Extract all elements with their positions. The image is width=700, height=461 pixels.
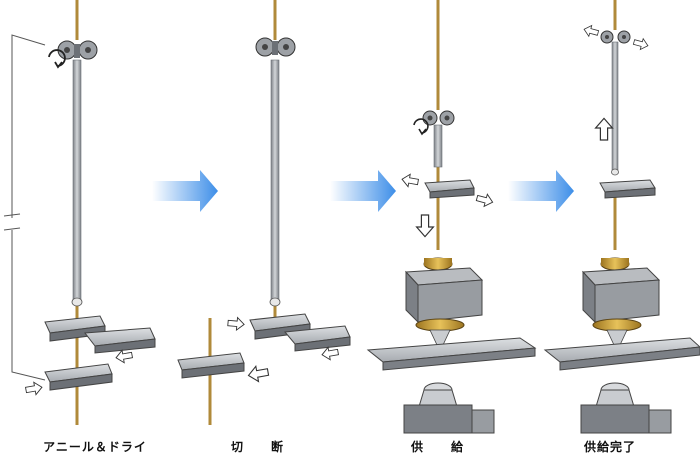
stage-plate [366,337,537,371]
guide-rod [433,124,443,168]
supply-nozzle-head [404,257,484,346]
power-circuit [3,34,46,381]
step-1-label: アニール＆ドライ [43,440,147,454]
guide-rod [270,59,280,301]
lower-unit [403,382,495,434]
lower-cutter-plate [177,352,245,379]
step-3-supply [366,0,537,434]
guide-rod [611,41,619,173]
rotation-icon [48,49,66,69]
nozzle-tip [611,168,619,176]
upper-cutter-plate [424,179,475,199]
flow-arrow-icon [152,170,218,212]
roller-icon [57,40,98,60]
roller-icon [255,37,296,57]
guide-rod [72,59,82,301]
step-3-label: 供 給 [410,440,471,454]
stage-plate [543,337,700,371]
upper-cutter-plate [599,179,656,199]
step-2-cut [177,0,351,425]
roller-icon [600,30,631,44]
step-4-label: 供給完了 [583,440,636,454]
power-symbol-icon [3,213,21,231]
supply-nozzle-head [581,257,661,346]
upper-cutter-plate [44,315,156,354]
nozzle-tip [71,297,83,307]
lower-unit [580,382,672,434]
step-2-label: 切 断 [230,440,291,454]
nozzle-tip [269,297,281,307]
upper-cutter-plate [249,313,351,352]
step-4-supply-complete [543,0,700,434]
step-1-anneal-dry [3,0,156,425]
flow-arrow-icon [330,170,396,212]
flow-arrow-icon [508,170,574,212]
rotation-icon [413,118,429,136]
lower-cutter-plate [44,363,113,391]
